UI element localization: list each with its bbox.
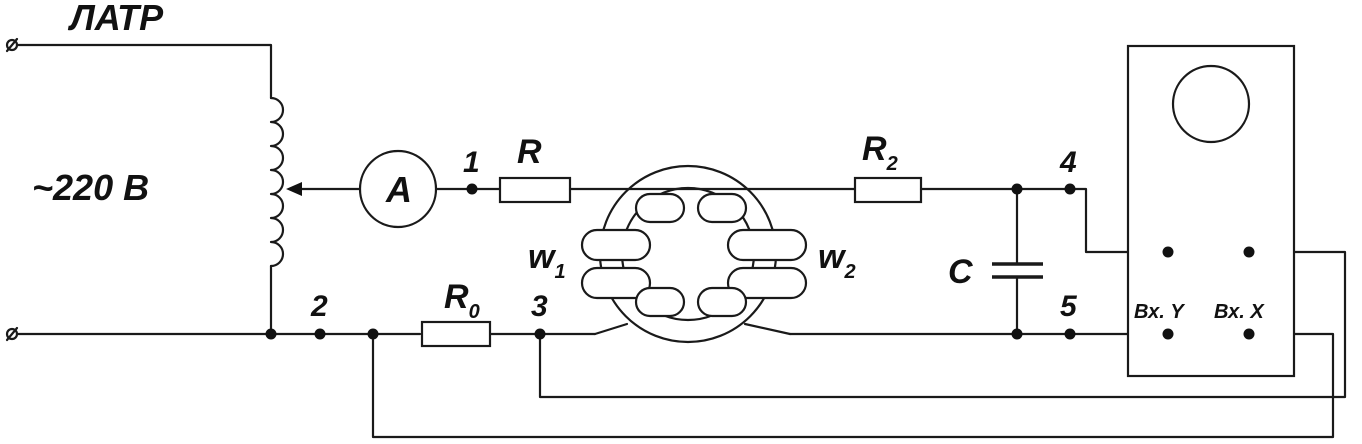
node-4-label: 4 [1059,146,1077,179]
resistor-r-label: R [517,133,542,171]
input-x-label: Вх. X [1214,301,1265,323]
winding-w1 [580,228,652,300]
ammeter: A [358,149,438,229]
node-2-label: 2 [310,290,328,323]
input-terminal-bottom [5,326,19,342]
winding-w1-label: w1 [528,238,566,283]
resistor-r2: R2 [853,130,923,204]
lead-w2 [743,322,792,336]
winding-w2-label: w2 [818,238,856,283]
core-inner-lobes [634,192,748,318]
resistor-r0: R0 [420,278,492,348]
node-5-label: 5 [1060,290,1078,323]
resistor-r2-subscript: 2 [886,153,898,175]
lead-w1 [593,322,629,336]
capacitor-label: C [948,253,973,291]
input-terminal-top [5,37,19,53]
capacitor: C [948,187,1043,336]
svg-text:R2: R2 [862,130,898,175]
latr-label: ЛАТР [67,0,164,38]
node-1-label: 1 [463,146,480,179]
input-y-label: Вх. Y [1134,301,1185,323]
junction-dots [265,183,1255,340]
node-3-label: 3 [531,290,548,323]
ammeter-label: A [385,169,412,210]
wire-node3-input-x [538,250,1347,399]
voltage-label: ~220 В [32,167,149,208]
resistor-r: R [498,133,572,204]
svg-text:R0: R0 [444,278,480,323]
wire-common-ground [371,332,1335,439]
autotransformer-wiper [286,182,362,196]
resistor-r0-label: R [444,278,469,316]
oscilloscope-screen [1171,64,1251,144]
resistor-r2-label: R [862,130,887,168]
winding-w2 [726,228,808,300]
oscilloscope: Вх. Y Вх. X [1126,44,1296,378]
autotransformer [15,43,285,336]
resistor-r0-subscript: 0 [469,301,480,323]
